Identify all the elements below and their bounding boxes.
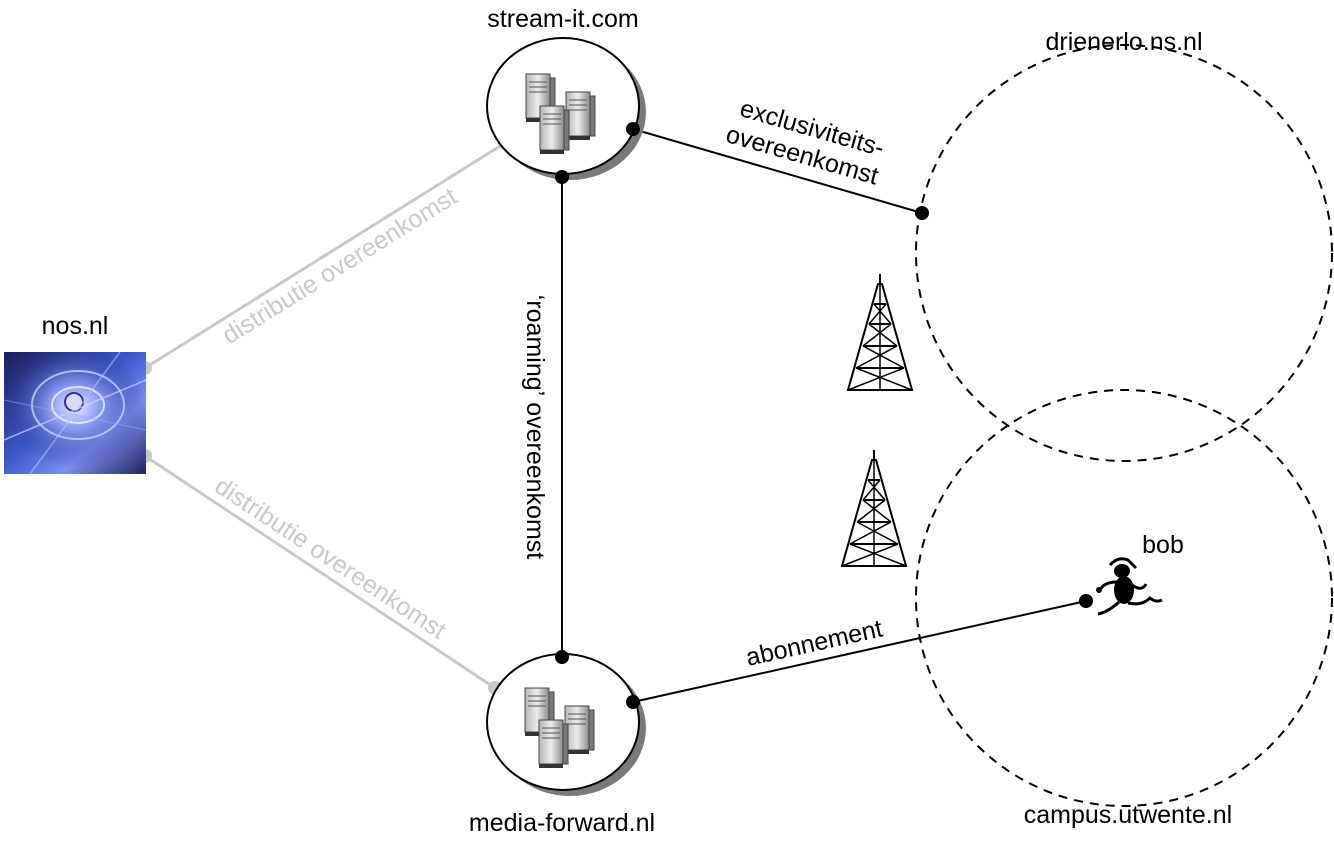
antenna-tower-icon-drienerlo — [847, 273, 913, 391]
stream-it-label: stream-it.com — [487, 5, 638, 33]
stream-it-server-node[interactable] — [486, 37, 646, 180]
media-forward-label: media-forward.nl — [469, 809, 655, 837]
bob-runner-icon — [1096, 557, 1163, 616]
abonnement-line — [632, 600, 1087, 703]
distributie-label-bottom: distributie overeenkomst — [210, 472, 451, 645]
media-forward-roaming-endpoint — [555, 650, 569, 664]
drienerlo-coverage-circle — [915, 44, 1333, 462]
distributie-label-top: distributie overeenkomst — [217, 183, 462, 350]
stream-it-exclusiviteit-endpoint — [626, 122, 640, 136]
stream-it-roaming-endpoint — [555, 170, 569, 184]
nos-label: nos.nl — [42, 312, 109, 340]
bob-label: bob — [1142, 531, 1184, 559]
distributie-line-top — [144, 141, 506, 370]
exclusiviteit-line — [632, 128, 923, 214]
media-forward-abonnement-endpoint — [626, 695, 640, 709]
drienerlo-label: drienerlo.ns.nl — [1045, 28, 1202, 56]
nos-logo-image — [3, 351, 147, 475]
antenna-tower-icon-campus — [841, 449, 907, 567]
campus-label: campus.utwente.nl — [1024, 801, 1232, 829]
drienerlo-endpoint — [915, 206, 929, 220]
media-forward-server-node[interactable] — [486, 653, 646, 796]
campus-coverage-circle — [915, 389, 1333, 807]
bob-endpoint — [1079, 594, 1093, 608]
distributie-line-bottom — [144, 454, 496, 690]
roaming-label: ‘roaming’ overeenkomst — [521, 295, 549, 560]
abonnement-label: abonnement — [743, 614, 885, 671]
